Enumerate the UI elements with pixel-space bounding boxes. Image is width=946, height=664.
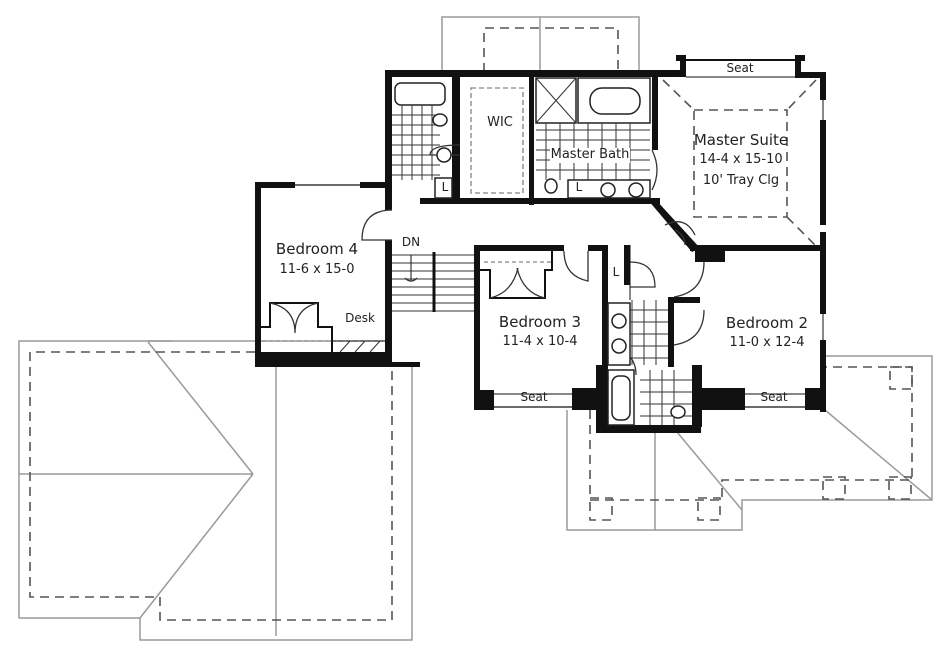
room-name-bedroom-3: Bedroom 3 [498, 313, 582, 331]
stairs-down-label: DN [401, 235, 421, 249]
roof-outlines [18, 16, 933, 641]
room-name-master-suite: Master Suite [693, 131, 789, 149]
bath-fixtures [392, 77, 692, 426]
room-name-wic: WIC [487, 115, 513, 130]
room-name-master-bath: Master Bath [550, 147, 630, 163]
stairs [392, 252, 474, 312]
walls [255, 55, 826, 433]
room-name-bedroom-4: Bedroom 4 [275, 240, 359, 258]
room-dims-master-suite: 14-4 x 15-10 [699, 152, 783, 167]
room-dims-bedroom-2: 11-0 x 12-4 [729, 335, 805, 350]
seat-label-bedroom-2: Seat [760, 390, 788, 404]
seat-label-bedroom-3: Seat [520, 390, 548, 404]
linen-closet-label-hall-2: L [612, 265, 620, 279]
desk-label: Desk [345, 311, 375, 325]
linen-closet-label-master-bath: L [575, 180, 583, 194]
seat-label-master: Seat [726, 61, 754, 75]
room-name-bedroom-2: Bedroom 2 [725, 314, 809, 332]
room-dims-bedroom-4: 11-6 x 15-0 [279, 262, 355, 277]
room-note-master-suite: 10' Tray Clg [702, 173, 780, 188]
linen-closet-label-hall: L [441, 180, 449, 194]
room-dims-bedroom-3: 11-4 x 10-4 [502, 334, 578, 349]
